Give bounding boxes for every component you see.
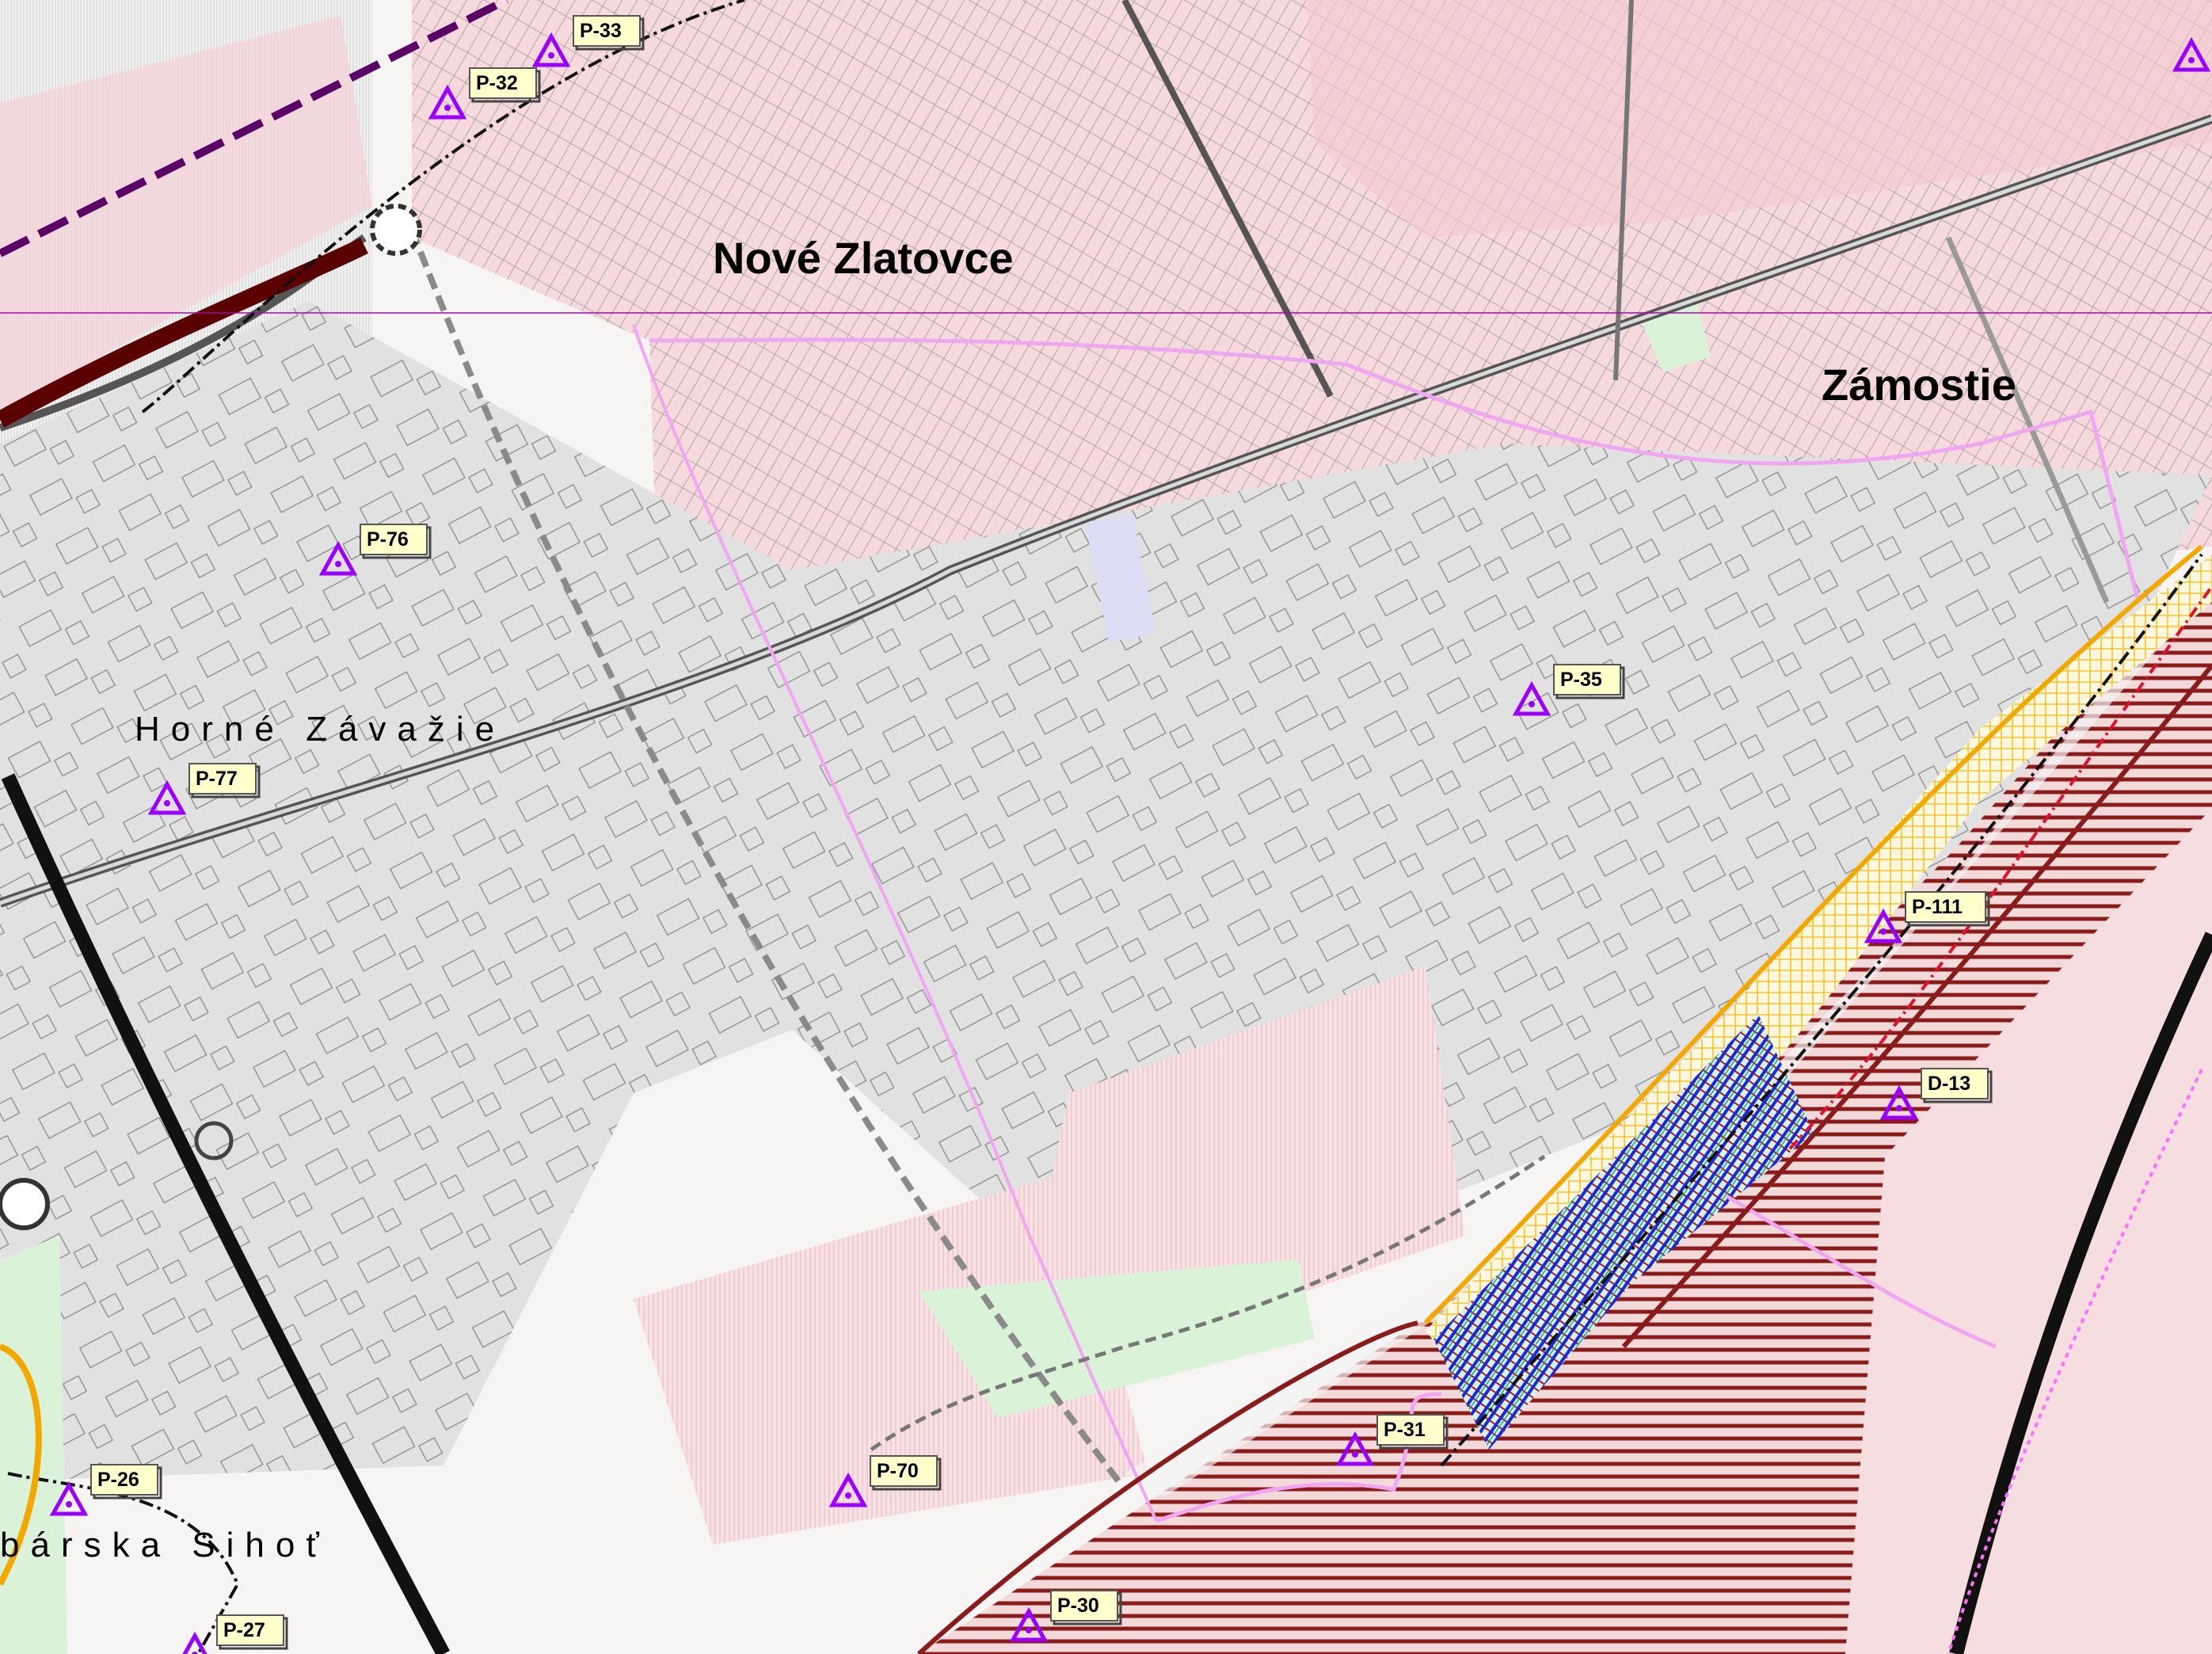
- protected-zone-crosshatch: [1433, 1014, 1814, 1450]
- triangle-marker-icon: [182, 1631, 207, 1654]
- marker-label-box: [1905, 891, 1986, 923]
- boundary-pink-center: [632, 324, 1158, 1522]
- poi-marker-p-111[interactable]: P-111: [1864, 891, 1990, 943]
- place-label-nove-zlatovce: Nové Zlatovce: [713, 233, 1014, 283]
- marker-label-box: [1050, 1590, 1118, 1622]
- boundary-pink-north: [649, 337, 2141, 603]
- green-area-west: [0, 1236, 67, 1654]
- roundabout-north: [370, 204, 422, 256]
- street-n-s: [1121, 0, 1334, 398]
- place-label-rybarska-sihot: bárska Sihoť: [0, 1526, 330, 1564]
- poi-marker-p-26[interactable]: P-26: [49, 1464, 162, 1516]
- marker-label-box: [1553, 664, 1621, 696]
- residential-area-ne: [1307, 0, 2212, 238]
- green-area-south: [919, 1260, 1315, 1418]
- marker-label-box: [1921, 1068, 1989, 1099]
- poi-marker-p-32[interactable]: P-32: [428, 67, 541, 120]
- triangle-marker-icon: [1335, 1431, 1375, 1466]
- blue-area-center: [1085, 515, 1156, 642]
- poi-marker-p-77[interactable]: P-77: [147, 763, 261, 815]
- marker-label-text: P-32: [476, 72, 518, 94]
- orange-zone-west: [0, 1343, 42, 1586]
- residential-area-se: [1845, 808, 2212, 1654]
- marker-label-box: [188, 763, 257, 795]
- marker-label-text: P-35: [1560, 669, 1602, 691]
- roundabout-west: [0, 1178, 50, 1230]
- district-route-nw: [0, 0, 509, 257]
- triangle-marker-icon: [2172, 36, 2211, 72]
- marker-label-text: P-33: [580, 20, 622, 42]
- marker-label-text: P-111: [1912, 896, 1963, 918]
- industrial-area-west: [0, 301, 1148, 1481]
- triangle-marker-icon: [1512, 680, 1551, 716]
- poi-marker-p-33[interactable]: P-33: [531, 15, 645, 67]
- marker-label-text: P-76: [367, 528, 409, 551]
- triangle-marker-icon: [828, 1472, 868, 1507]
- marker-label-text: P-77: [196, 768, 238, 790]
- triangle-marker-icon: [318, 540, 358, 576]
- marker-label-box: [216, 1614, 284, 1646]
- triangle-marker-icon: [49, 1481, 89, 1516]
- marker-label-text: D-13: [1928, 1073, 1970, 1095]
- marker-label-text: P-26: [97, 1469, 139, 1491]
- triangle-marker-icon: [1864, 908, 1903, 943]
- triangle-marker-icon: [147, 779, 187, 815]
- development-area-p70: [634, 1172, 1148, 1545]
- marker-label-box: [469, 67, 537, 99]
- interchange: [194, 1121, 234, 1160]
- marker-label-box: [1376, 1414, 1445, 1446]
- railway-line-east: [1949, 932, 2212, 1654]
- triangle-marker-icon: [428, 84, 467, 120]
- marker-label-text: P-30: [1057, 1595, 1099, 1617]
- poi-marker-top-right[interactable]: [2172, 36, 2211, 72]
- zoning-orange-line: [1423, 544, 2203, 1325]
- municipal-boundary-west: [7, 1472, 240, 1654]
- development-area-south: [1030, 966, 1465, 1347]
- cycle-route: [409, 228, 1128, 1492]
- boundary-pink-south: [1155, 1392, 1442, 1523]
- poi-marker-p-30[interactable]: P-30: [1009, 1590, 1122, 1642]
- marker-label-box: [573, 15, 641, 47]
- municipal-boundary-river: [1440, 553, 2203, 1467]
- poi-marker-p-70[interactable]: P-70: [828, 1455, 942, 1507]
- poi-marker-p-35[interactable]: P-35: [1512, 664, 1625, 716]
- poi-marker-d-13[interactable]: D-13: [1879, 1068, 1993, 1120]
- marker-label-box: [90, 1464, 158, 1496]
- floodplain-boundary: [916, 1321, 1418, 1654]
- marker-label-box: [360, 524, 428, 555]
- poi-marker-p-27[interactable]: P-27: [179, 1614, 288, 1654]
- cadastral-boundary-dashed: [870, 1154, 1546, 1452]
- protected-zone-boundary: [1788, 585, 2212, 1150]
- place-label-zamostie: Zámostie: [1822, 360, 2016, 410]
- triangle-marker-icon: [531, 32, 571, 67]
- poi-marker-p-31[interactable]: P-31: [1335, 1414, 1449, 1466]
- triangle-marker-icon: [1009, 1606, 1049, 1642]
- industrial-area-center: [792, 444, 2212, 1236]
- marker-label-text: P-31: [1384, 1419, 1426, 1441]
- highway-northwest: [0, 238, 368, 428]
- marker-label-box: [870, 1455, 938, 1487]
- poi-marker-p-76[interactable]: P-76: [318, 524, 432, 576]
- railway-line-west: [1, 773, 450, 1654]
- poi-marker-layer: P-33P-32P-76P-35P-77P-111D-13P-31P-70P-2…: [49, 15, 2211, 1654]
- triangle-marker-icon: [1879, 1084, 1919, 1120]
- municipal-boundary-north: [141, 0, 745, 414]
- marker-label-text: P-27: [223, 1619, 265, 1641]
- place-label-horne-zavazie: Horné Závažie: [135, 710, 505, 749]
- marker-label-text: P-70: [877, 1460, 919, 1482]
